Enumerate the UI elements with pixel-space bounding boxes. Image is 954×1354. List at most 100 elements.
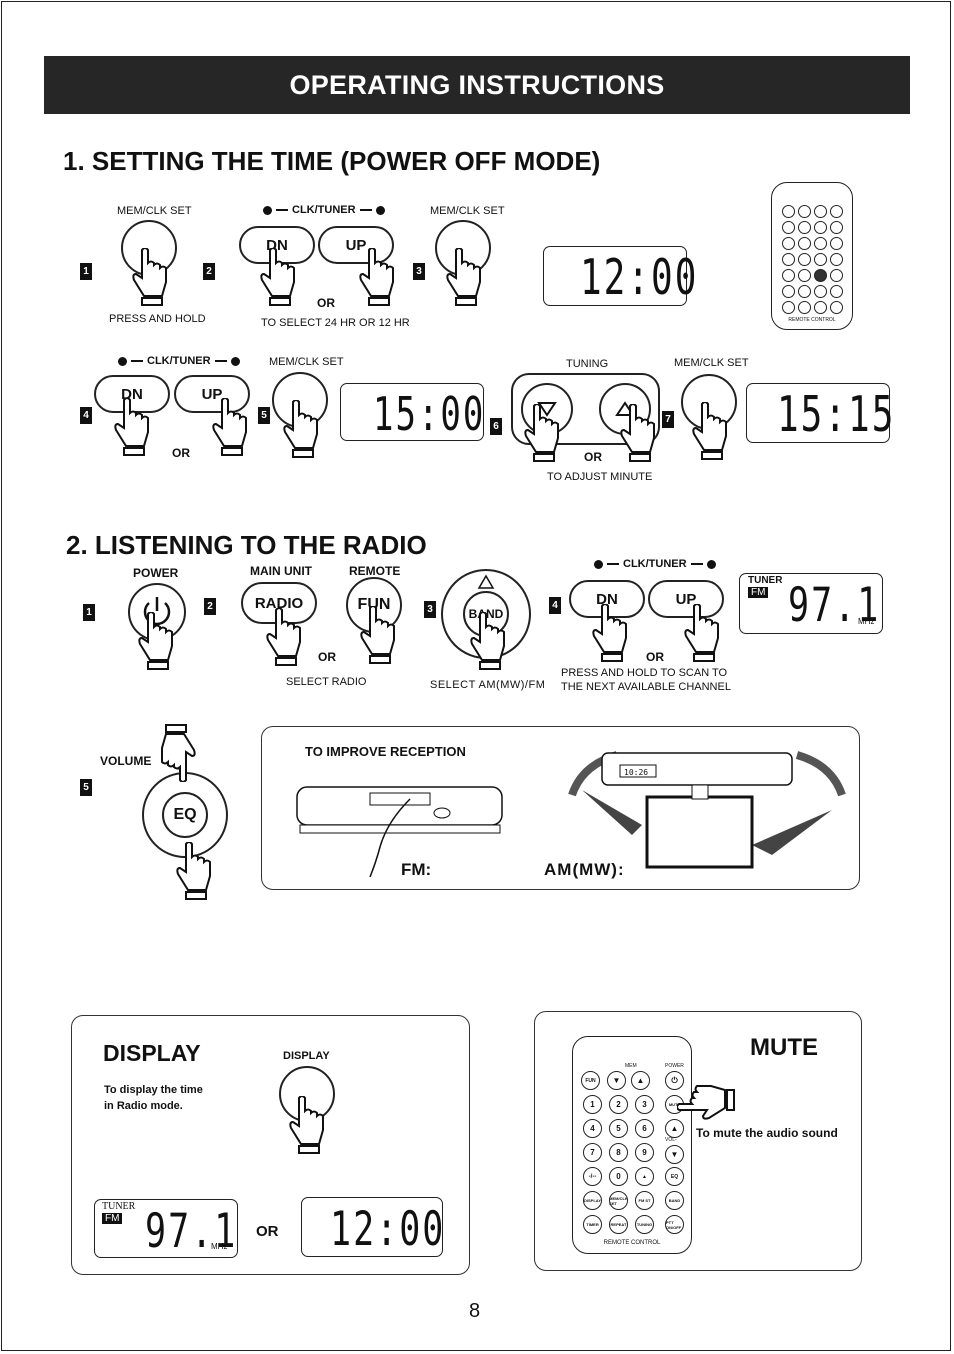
step-3-marker: 3 [413,263,425,280]
select-24-12-label: TO SELECT 24 HR OR 12 HR [261,317,410,329]
mem-clk-set-label: MEM/CLK SET [674,357,749,369]
lcd-frequency-display: TUNER FM 97.1 MHz [94,1199,238,1259]
step-2-marker: 2 [204,598,216,615]
eq-button[interactable]: EQ [162,792,208,838]
mute-title: MUTE [750,1034,818,1061]
am-antenna-label: AM(MW): [544,860,625,879]
pointing-hand-icon [524,404,559,462]
remote-control-image: FUN ▼ ▲ MEM POWER ⏻ 1 2 3 MUTE 4 5 6 ▲ V… [572,1036,692,1254]
mute-description: To mute the audio sound [696,1126,838,1140]
pointing-hand-icon [360,606,395,664]
remote-key-6[interactable]: 6 [635,1119,654,1138]
up-label: UP [675,590,697,608]
remote-mem-clk-key[interactable]: MEM/CLK SET [609,1191,628,1210]
display-button[interactable] [279,1066,335,1122]
pointing-hand-icon [446,248,481,306]
up-button[interactable]: UP [174,375,250,413]
pointing-hand-icon [592,604,627,662]
remote-ptt-key[interactable]: PTT ON/OFF [665,1215,684,1234]
remote-eq-key[interactable]: EQ [665,1167,684,1186]
dn-label: DN [596,590,618,608]
remote-power-key[interactable]: ⏻ [665,1071,684,1090]
pointing-hand-icon [260,248,295,306]
display-button-label: DISPLAY [283,1050,330,1062]
step-1-marker: 1 [83,604,95,621]
pointing-hand-icon [470,612,505,670]
remote-key-2[interactable]: 2 [609,1095,628,1114]
pointing-hand-icon [212,398,247,456]
pointing-hand-icon [176,842,211,900]
fun-label: FUN [357,596,391,613]
or-label: OR [646,650,664,664]
remote-vol-down-key[interactable]: ▼ [665,1145,684,1164]
lcd-time-display: 12:00 [301,1197,443,1257]
tuner-label: TUNER [748,575,783,586]
remote-dash-key[interactable]: -/-- [583,1167,602,1186]
remote-mem-up-key[interactable]: ▲ [631,1071,650,1090]
fm-tag: FM [748,587,769,598]
remote-control-label: REMOTE CONTROL [788,317,836,323]
clk-tuner-indicator: CLK/TUNER [594,558,716,570]
remote-fun-key[interactable]: FUN [581,1071,600,1090]
pointing-hand-icon [283,400,318,458]
up-button[interactable]: UP [648,580,724,618]
pointing-hand-icon [138,612,173,670]
or-label: OR [317,296,335,310]
or-label: OR [584,450,602,464]
remote-repeat-key[interactable]: REPEAT [609,1215,628,1234]
pointing-hand-icon [161,724,196,782]
remote-mem-down-key[interactable]: ▼ [607,1071,626,1090]
remote-key-4[interactable]: 4 [583,1119,602,1138]
lcd-time-display: 15:00 [340,383,486,442]
step-6-marker: 6 [490,418,502,435]
lcd-time-value: 12:00 [330,1203,446,1257]
remote-vol-label: VOL- [665,1137,677,1143]
lcd-frequency-display: TUNER FM 97.1 MHz [739,573,883,634]
scan-instruction-line2: THE NEXT AVAILABLE CHANNEL [561,681,731,693]
lcd-time-value: 15:15 [777,388,896,444]
tuner-label: TUNER [102,1201,136,1212]
frequency-value: 97.1 [788,579,881,633]
unit-back-antenna-illustration [296,786,503,877]
scan-instruction-line1: PRESS AND HOLD TO SCAN TO [561,667,728,679]
display-desc-line1: To display the time [104,1084,203,1096]
remote-key-7[interactable]: 7 [583,1143,602,1162]
remote-key-5[interactable]: 5 [609,1119,628,1138]
clk-tuner-label: CLK/TUNER [147,355,211,367]
adjust-minute-label: TO ADJUST MINUTE [547,471,653,483]
remote-band-key[interactable]: BAND [665,1191,684,1210]
remote-key-8[interactable]: 8 [609,1143,628,1162]
remote-key-9[interactable]: 9 [635,1143,654,1162]
display-panel: DISPLAY To display the time in Radio mod… [71,1015,470,1275]
pointing-hand-icon [677,1085,735,1120]
up-button[interactable]: UP [318,226,394,264]
lcd-time-value: 15:00 [373,388,486,442]
up-label: UP [345,236,367,254]
remote-key-3[interactable]: 3 [635,1095,654,1114]
remote-key-1[interactable]: 1 [583,1095,602,1114]
pointing-hand-icon [289,1096,324,1154]
remote-label: REMOTE [349,564,401,578]
select-radio-label: SELECT RADIO [286,676,367,688]
remote-timer-key[interactable]: TIMER [583,1215,602,1234]
step-4-marker: 4 [549,597,561,614]
fm-antenna-label: FM: [401,860,432,879]
section-2-title: 2. LISTENING TO THE RADIO [66,530,427,560]
reception-panel: TO IMPROVE RECEPTION FM: AM(MW): 10:26 [261,726,860,890]
remote-mono-key[interactable]: FM ST [635,1191,654,1210]
step-2-marker: 2 [203,263,215,280]
lcd-time-display: 12:00 [543,246,696,306]
remote-display-key[interactable]: DISPLAY [583,1191,602,1210]
volume-label: VOLUME [100,754,152,768]
step-1-marker: 1 [80,263,92,280]
remote-vol-up-key[interactable]: ▲ [665,1119,684,1138]
remote-tuning-up-key[interactable]: ▲ [635,1167,654,1186]
mem-clk-set-label: MEM/CLK SET [430,205,505,217]
remote-tuning-key[interactable]: TUNING [635,1215,654,1234]
tuning-label: TUNING [566,358,609,370]
remote-key-0[interactable]: 0 [609,1167,628,1186]
unit-rotation-illustration [568,751,846,869]
pointing-hand-icon [114,398,149,456]
pointing-hand-icon [692,402,727,460]
mem-clk-set-label: MEM/CLK SET [269,356,344,368]
